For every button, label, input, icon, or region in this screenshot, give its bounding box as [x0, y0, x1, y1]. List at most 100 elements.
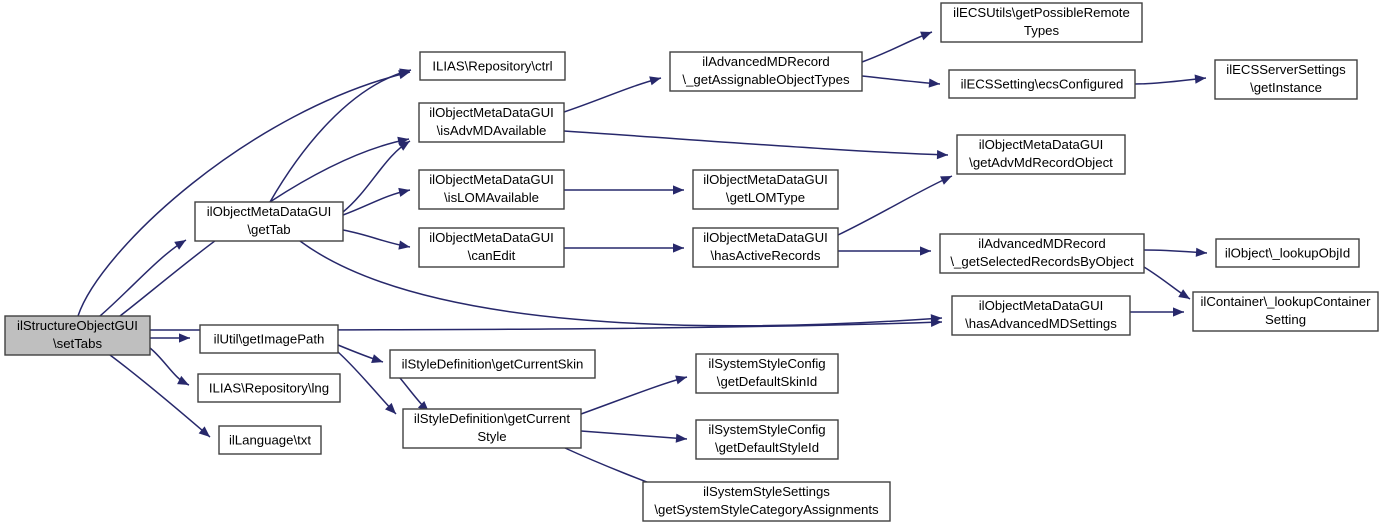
call-edge	[861, 75, 941, 88]
node-box[interactable]	[940, 2, 1143, 43]
edge-line	[269, 69, 412, 203]
node-box[interactable]	[951, 295, 1131, 336]
node-label: ilObjectMetaDataGUI	[429, 105, 554, 120]
node-label: ilStyleDefinition\getCurrent	[414, 411, 570, 426]
graph-node-isAdvMDAvailable[interactable]: ilObjectMetaDataGUI \isAdvMDAvailable	[418, 102, 565, 143]
edge-arrowhead-icon	[398, 187, 410, 197]
edge-line	[299, 240, 943, 327]
graph-node-hasActiveRecords[interactable]: ilObjectMetaDataGUI\hasActiveRecords	[692, 227, 839, 268]
node-box[interactable]	[402, 408, 582, 449]
graph-node-lng[interactable]: ILIAS\Repository\lng	[197, 373, 341, 403]
node-label: ilLanguage\txt	[229, 432, 311, 447]
node-box[interactable]	[695, 419, 839, 460]
call-edge	[337, 344, 384, 364]
node-box[interactable]	[4, 315, 151, 356]
node-label: ilSystemStyleConfig	[708, 422, 825, 437]
node-label: ilUtil\getImagePath	[214, 331, 325, 346]
node-box[interactable]	[642, 481, 891, 522]
graph-node-getSelectedRecordsByObject[interactable]: ilAdvancedMDRecord\_getSelectedRecordsBy…	[939, 233, 1145, 274]
edge-arrowhead-icon	[371, 354, 383, 364]
edge-line	[337, 351, 397, 415]
call-edge	[299, 240, 943, 327]
graph-node-getSystemStyleCategoryAssignments[interactable]: ilSystemStyleSettings\getSystemStyleCate…	[642, 481, 891, 522]
graph-node-setTabs[interactable]: ilStructureObjectGUI\setTabs	[4, 315, 151, 356]
node-box[interactable]	[948, 69, 1136, 99]
graph-node-isLOMAvailable[interactable]: ilObjectMetaDataGUI \isLOMAvailable	[418, 169, 565, 210]
node-box[interactable]	[669, 51, 863, 92]
node-label: ILIAS\Repository\lng	[209, 380, 329, 395]
graph-node-getAdvMdRecordObject[interactable]: ilObjectMetaDataGUI\getAdvMdRecordObject	[956, 134, 1126, 175]
node-label: \getDefaultSkinId	[717, 374, 817, 389]
node-label: ilObject\_lookupObjId	[1225, 245, 1350, 260]
call-edge	[99, 239, 187, 317]
edge-arrowhead-icon	[649, 76, 661, 86]
graph-node-hasAdvancedMDSettings[interactable]: ilObjectMetaDataGUI\hasAdvancedMDSetting…	[951, 295, 1131, 336]
graph-node-getAssignableObjectTypes[interactable]: ilAdvancedMDRecord\_getAssignableObjectT…	[669, 51, 863, 92]
edge-arrowhead-icon	[936, 150, 948, 160]
graph-node-getDefaultSkinId[interactable]: ilSystemStyleConfig\getDefaultSkinId	[695, 353, 839, 394]
node-label: ilObjectMetaDataGUI	[429, 172, 554, 187]
call-edge	[837, 175, 953, 236]
graph-node-getCurrentSkin[interactable]: ilStyleDefinition\getCurrentSkin	[389, 349, 596, 379]
graph-node-getImagePath[interactable]: ilUtil\getImagePath	[199, 324, 339, 354]
node-box[interactable]	[956, 134, 1126, 175]
edge-arrowhead-icon	[398, 141, 410, 151]
node-box[interactable]	[418, 102, 565, 143]
node-label: \isLOMAvailable	[444, 190, 539, 205]
node-label: \isAdvMDAvailable	[437, 123, 547, 138]
node-label: ilECSServerSettings	[1226, 62, 1346, 77]
call-edge	[399, 377, 430, 413]
graph-node-ecsConfigured[interactable]: ilECSSetting\ecsConfigured	[948, 69, 1136, 99]
node-label: \hasAdvancedMDSettings	[965, 316, 1117, 331]
graph-node-getTab[interactable]: ilObjectMetaDataGUI\getTab	[194, 201, 344, 242]
node-box[interactable]	[389, 349, 596, 379]
edge-line	[837, 175, 953, 236]
graph-node-txt[interactable]: ilLanguage\txt	[218, 425, 322, 455]
nodes-layer: ilStructureObjectGUI\setTabs ilObjectMeta…	[4, 2, 1379, 522]
node-box[interactable]	[194, 201, 344, 242]
graph-node-getLOMType[interactable]: ilObjectMetaDataGUI\getLOMType	[692, 169, 839, 210]
node-box[interactable]	[692, 169, 839, 210]
call-edge	[77, 70, 411, 317]
graph-node-getDefaultStyleId[interactable]: ilSystemStyleConfig\getDefaultStyleId	[695, 419, 839, 460]
node-box[interactable]	[695, 353, 839, 394]
node-box[interactable]	[939, 233, 1145, 274]
edge-arrowhead-icon	[1194, 74, 1206, 84]
node-label: \_getAssignableObjectTypes	[682, 72, 850, 87]
node-box[interactable]	[692, 227, 839, 268]
node-box[interactable]	[418, 227, 565, 268]
graph-node-lookupObjId[interactable]: ilObject\_lookupObjId	[1215, 238, 1360, 268]
call-edge	[838, 246, 931, 256]
node-box[interactable]	[1215, 238, 1360, 268]
node-box[interactable]	[418, 169, 565, 210]
call-edge	[563, 76, 662, 113]
node-label: ilECSUtils\getPossibleRemote	[953, 5, 1130, 20]
edge-arrowhead-icon	[675, 375, 687, 385]
call-edge	[1143, 266, 1191, 300]
edge-line	[77, 71, 411, 317]
node-box[interactable]	[218, 425, 322, 455]
graph-node-getInstance[interactable]: ilECSServerSettings \getInstance	[1214, 59, 1358, 100]
node-box[interactable]	[199, 324, 339, 354]
call-edge	[342, 140, 411, 213]
edge-arrowhead-icon	[920, 31, 932, 41]
edge-line	[580, 376, 688, 415]
node-box[interactable]	[419, 51, 566, 81]
edge-arrowhead-icon	[675, 433, 687, 443]
graph-node-canEdit[interactable]: ilObjectMetaDataGUI\canEdit	[418, 227, 565, 268]
node-box[interactable]	[197, 373, 341, 403]
node-box[interactable]	[1192, 291, 1379, 332]
node-label: ilObjectMetaDataGUI	[207, 204, 332, 219]
node-box[interactable]	[1214, 59, 1358, 100]
call-edge	[1143, 247, 1208, 257]
graph-node-ctrl[interactable]: ILIAS\Repository\ctrl	[419, 51, 566, 81]
call-edge	[109, 354, 211, 438]
edge-arrowhead-icon	[198, 426, 210, 437]
node-label: \canEdit	[468, 248, 516, 263]
node-label: \_getSelectedRecordsByObject	[950, 254, 1134, 269]
node-label: \getInstance	[1250, 80, 1322, 95]
